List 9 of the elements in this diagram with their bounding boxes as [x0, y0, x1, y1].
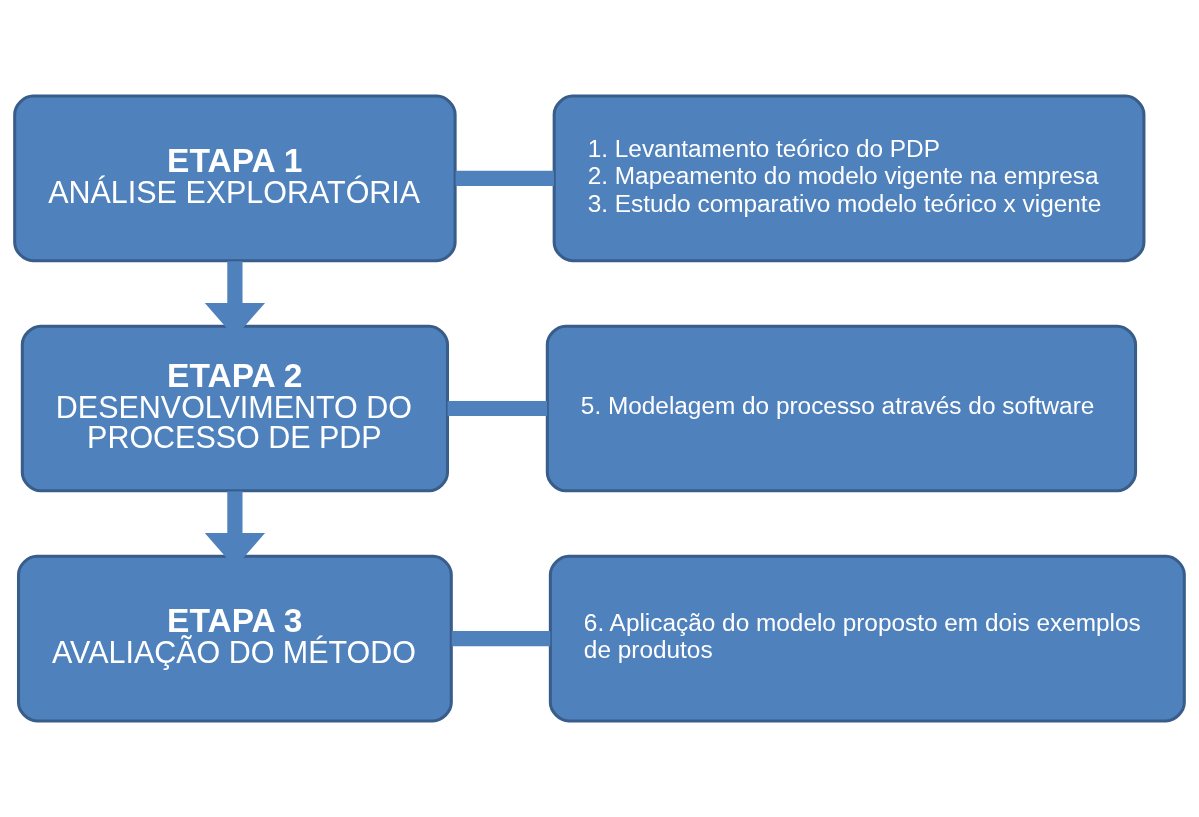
node-box: ETAPA 2 DESENVOLVIMENTO DO PROCESSO DE PDP [20, 324, 449, 493]
node-box: 1. Levantamento teórico do PDP 2. Mapeamento do modelo vigente na empresa 3. Estudo comparativo modelo teórico x vigente [552, 94, 1146, 263]
node-box: 6. Aplicação do modelo proposto em dois exemplos de produtos [548, 554, 1186, 723]
connector [451, 631, 551, 647]
node-box: ETAPA 1 ANÁLISE EXPLORATÓRIA [13, 94, 457, 263]
connector [447, 400, 548, 417]
node-box: 5. Modelagem do processo através do software [545, 324, 1138, 493]
node-box: ETAPA 3 AVALIAÇÃO DO MÉTODO [16, 554, 453, 723]
connector [455, 170, 554, 186]
